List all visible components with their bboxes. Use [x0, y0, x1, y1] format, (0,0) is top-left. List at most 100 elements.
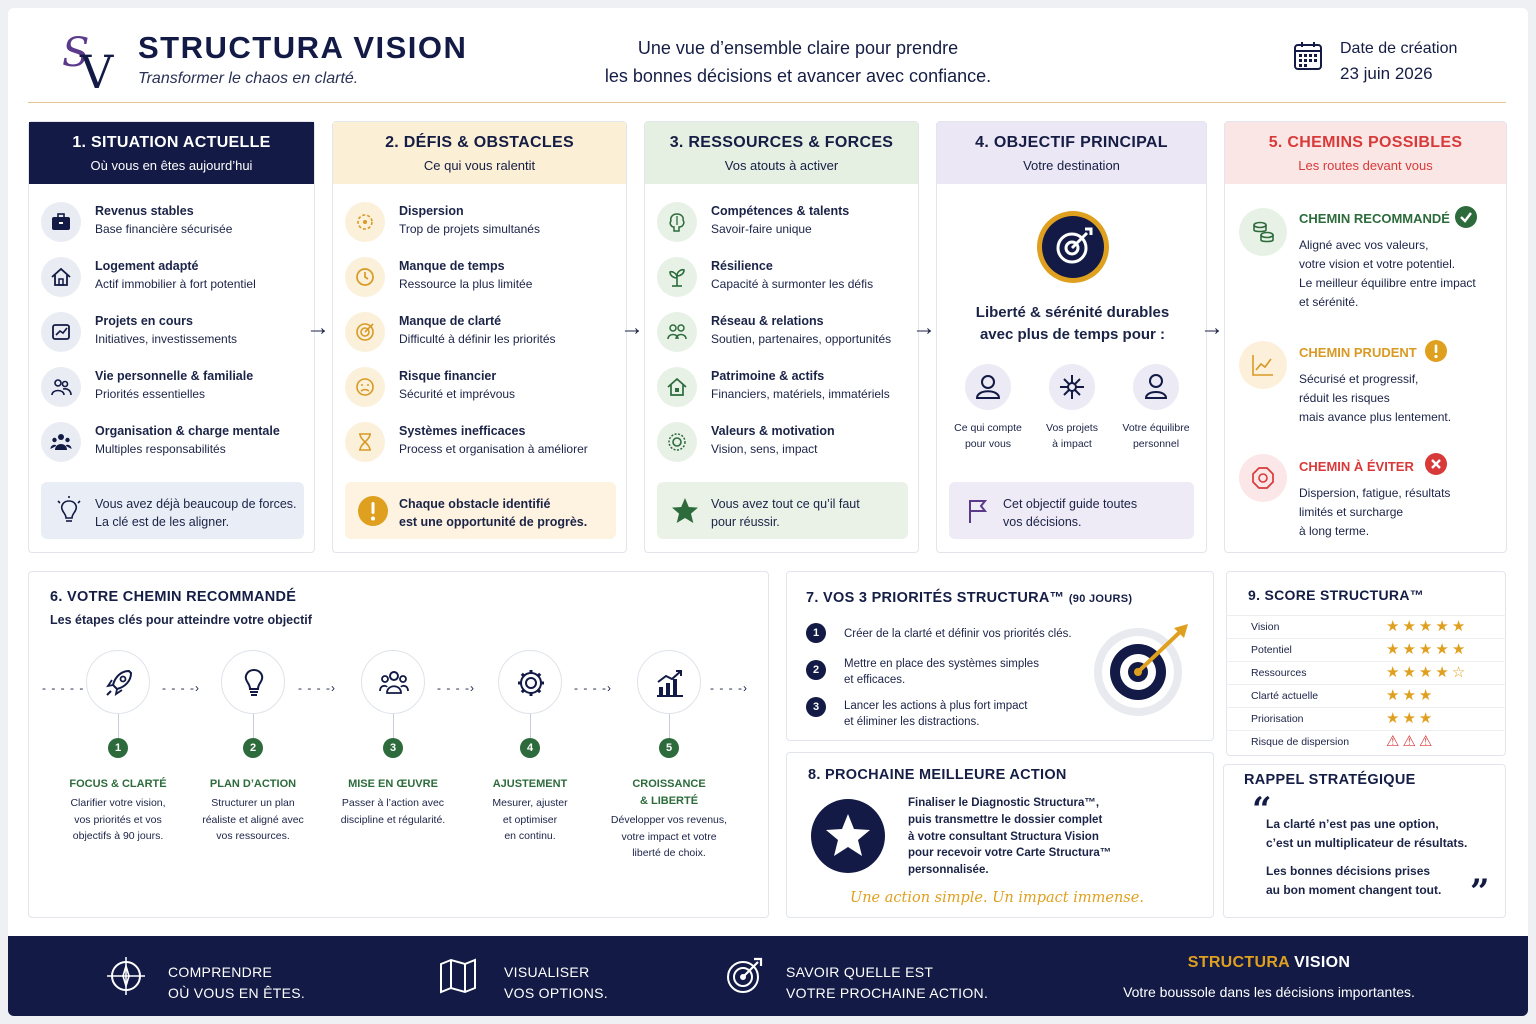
- score-row: Ressources★★★★☆: [1226, 661, 1506, 684]
- list-item: Systèmes inefficaces Process et organisa…: [345, 420, 625, 464]
- path-line: réduit les risques: [1299, 391, 1390, 405]
- footer-brand: STRUCTURA VISION: [1104, 954, 1434, 972]
- star-empty-icon: ☆: [1451, 664, 1469, 681]
- item-title: Valeurs & motivation: [711, 424, 835, 438]
- script-tagline: Une action simple. Un impact immense.: [850, 890, 1144, 906]
- item-desc: Difficulté à définir les priorités: [399, 332, 556, 346]
- list-item: Projets en cours Initiatives, investisse…: [41, 310, 321, 354]
- home-icon: [41, 257, 81, 297]
- arrow-right-icon: →: [306, 314, 330, 341]
- note-line: Vous avez tout ce qu’il faut: [711, 497, 860, 511]
- next-action-text: Finaliser le Diagnostic Structura™,puis …: [908, 795, 1111, 879]
- goal-sub-line: personnel: [1132, 438, 1180, 450]
- arrow-right-icon: →: [620, 314, 644, 341]
- column-title: 3. RESSOURCES & FORCES: [669, 134, 894, 151]
- note-line: Chaque obstacle identifié: [399, 497, 551, 511]
- header-intro: Une vue d’ensemble claire pour prendre l…: [548, 34, 1048, 90]
- open-quote-icon: “: [1252, 790, 1272, 830]
- dashed-arrow: - - - -›: [298, 681, 336, 695]
- brand-title: STRUCTURA VISION: [138, 30, 468, 65]
- step-title: PLAN D’ACTION: [183, 776, 323, 793]
- star-icon: ★: [1418, 664, 1436, 681]
- scatter-icon: [345, 202, 385, 242]
- section-title-small: (90 JOURS): [1068, 593, 1133, 605]
- path-line: limités et surcharge: [1299, 505, 1404, 519]
- reminder-line: c’est un multiplicateur de résultats.: [1266, 835, 1468, 850]
- warning-icon: ⚠: [1386, 733, 1403, 750]
- header: S V STRUCTURA VISION Transformer le chao…: [8, 8, 1528, 106]
- item-title: Résilience: [711, 259, 773, 273]
- step-number: 4: [520, 738, 540, 758]
- item-title: Revenus stables: [95, 204, 194, 218]
- step-title-line: AJUSTEMENT: [492, 778, 568, 790]
- svg-text:V: V: [79, 45, 114, 92]
- column-situation: 1. SITUATION ACTUELLE Où vous en êtes au…: [28, 121, 315, 553]
- star-icon: ★: [1402, 641, 1419, 658]
- step-number: 2: [243, 738, 263, 758]
- step-desc-line: vos ressources.: [216, 830, 290, 842]
- footer-line: SAVOIR QUELLE EST: [786, 964, 934, 980]
- dashed-arrow: - - - -›: [437, 681, 475, 695]
- svg-text:S: S: [62, 30, 89, 76]
- column-title: 5. CHEMINS POSSIBLES: [1268, 134, 1463, 151]
- item-desc: Priorités essentielles: [95, 387, 206, 401]
- path-line: mais avance plus lentement.: [1299, 410, 1452, 424]
- group-icon: [41, 422, 81, 462]
- note-line: Vous avez déjà beaucoup de forces.: [95, 497, 297, 511]
- star-badge-icon: [811, 799, 885, 873]
- map-icon: [440, 958, 476, 994]
- list-item: Risque financier Sécurité et imprévous: [345, 365, 625, 409]
- star-icon: ★: [1435, 664, 1452, 681]
- column-title: 4. OBJECTIF PRINCIPAL: [975, 134, 1168, 151]
- item-title: Systèmes inefficaces: [399, 424, 526, 438]
- star-icon: ★: [1418, 710, 1436, 727]
- score-label: Risque de dispersion: [1251, 736, 1350, 748]
- path-desc: Dispersion, fatigue, résultats limités et…: [1299, 484, 1450, 541]
- priority-number: 2: [806, 660, 826, 680]
- check-icon: [1455, 206, 1477, 228]
- score-row: Potentiel★★★★★: [1226, 638, 1506, 661]
- star-rating: ★★★: [1386, 686, 1435, 704]
- brand-tagline: Transformer le chaos en clarté.: [138, 70, 359, 87]
- note-line: vos décisions.: [1003, 515, 1082, 529]
- reminder-section: [1223, 764, 1506, 918]
- star-icon: ★: [1386, 641, 1403, 658]
- star-icon: ★: [1451, 618, 1469, 635]
- item-title: Réseau & relations: [711, 314, 824, 328]
- next-action-line: à votre consultant Structura Vision: [908, 830, 1099, 843]
- path-line: Dispersion, fatigue, résultats: [1299, 486, 1451, 500]
- item-desc: Capacité à surmonter les défis: [711, 277, 874, 291]
- star-icon: ★: [1418, 641, 1436, 658]
- footer-brand-b: VISION: [1289, 954, 1351, 971]
- star-rating: ★★★: [1386, 709, 1435, 727]
- list-item: Dispersion Trop de projets simultanés: [345, 200, 625, 244]
- warning-rating: ⚠⚠⚠: [1386, 732, 1435, 750]
- family-icon: [41, 367, 81, 407]
- item-title: Manque de temps: [399, 259, 505, 273]
- item-title: Dispersion: [399, 204, 464, 218]
- item-title: Compétences & talents: [711, 204, 850, 218]
- step-desc-line: en continu.: [504, 830, 556, 842]
- step-icon-circle: [361, 650, 425, 714]
- step-connector: [530, 714, 531, 748]
- path-title: CHEMIN PRUDENT: [1299, 345, 1417, 360]
- step-desc: Développer vos revenus,votre impact et v…: [599, 812, 739, 862]
- column-title: 2. DÉFIS & OBSTACLES: [385, 134, 574, 151]
- score-row: Priorisation★★★: [1226, 707, 1506, 730]
- column-header: 2. DÉFIS & OBSTACLES Ce qui vous ralenti…: [333, 122, 626, 184]
- star-rating: ★★★★★: [1386, 640, 1468, 658]
- list-item: Réseau & relations Soutien, partenaires,…: [657, 310, 937, 354]
- step-connector: [118, 714, 119, 748]
- step-desc: Clarifier votre vision,vos priorités et …: [48, 795, 188, 845]
- section-title: 7. VOS 3 PRIORITÉS STRUCTURA™ (90 JOURS): [806, 590, 1132, 606]
- warning-circle-icon: [1425, 340, 1447, 362]
- step-icon-circle: [86, 650, 150, 714]
- reminder-line: au bon moment changent tout.: [1266, 882, 1442, 897]
- footer-line: VOS OPTIONS.: [504, 985, 608, 1001]
- column-ressources: 3. RESSOURCES & FORCES Vos atouts à acti…: [644, 121, 919, 553]
- item-desc: Ressource la plus limitée: [399, 277, 533, 291]
- column-header: 3. RESSOURCES & FORCES Vos atouts à acti…: [645, 122, 918, 184]
- path-title: CHEMIN À ÉVITER: [1299, 459, 1414, 474]
